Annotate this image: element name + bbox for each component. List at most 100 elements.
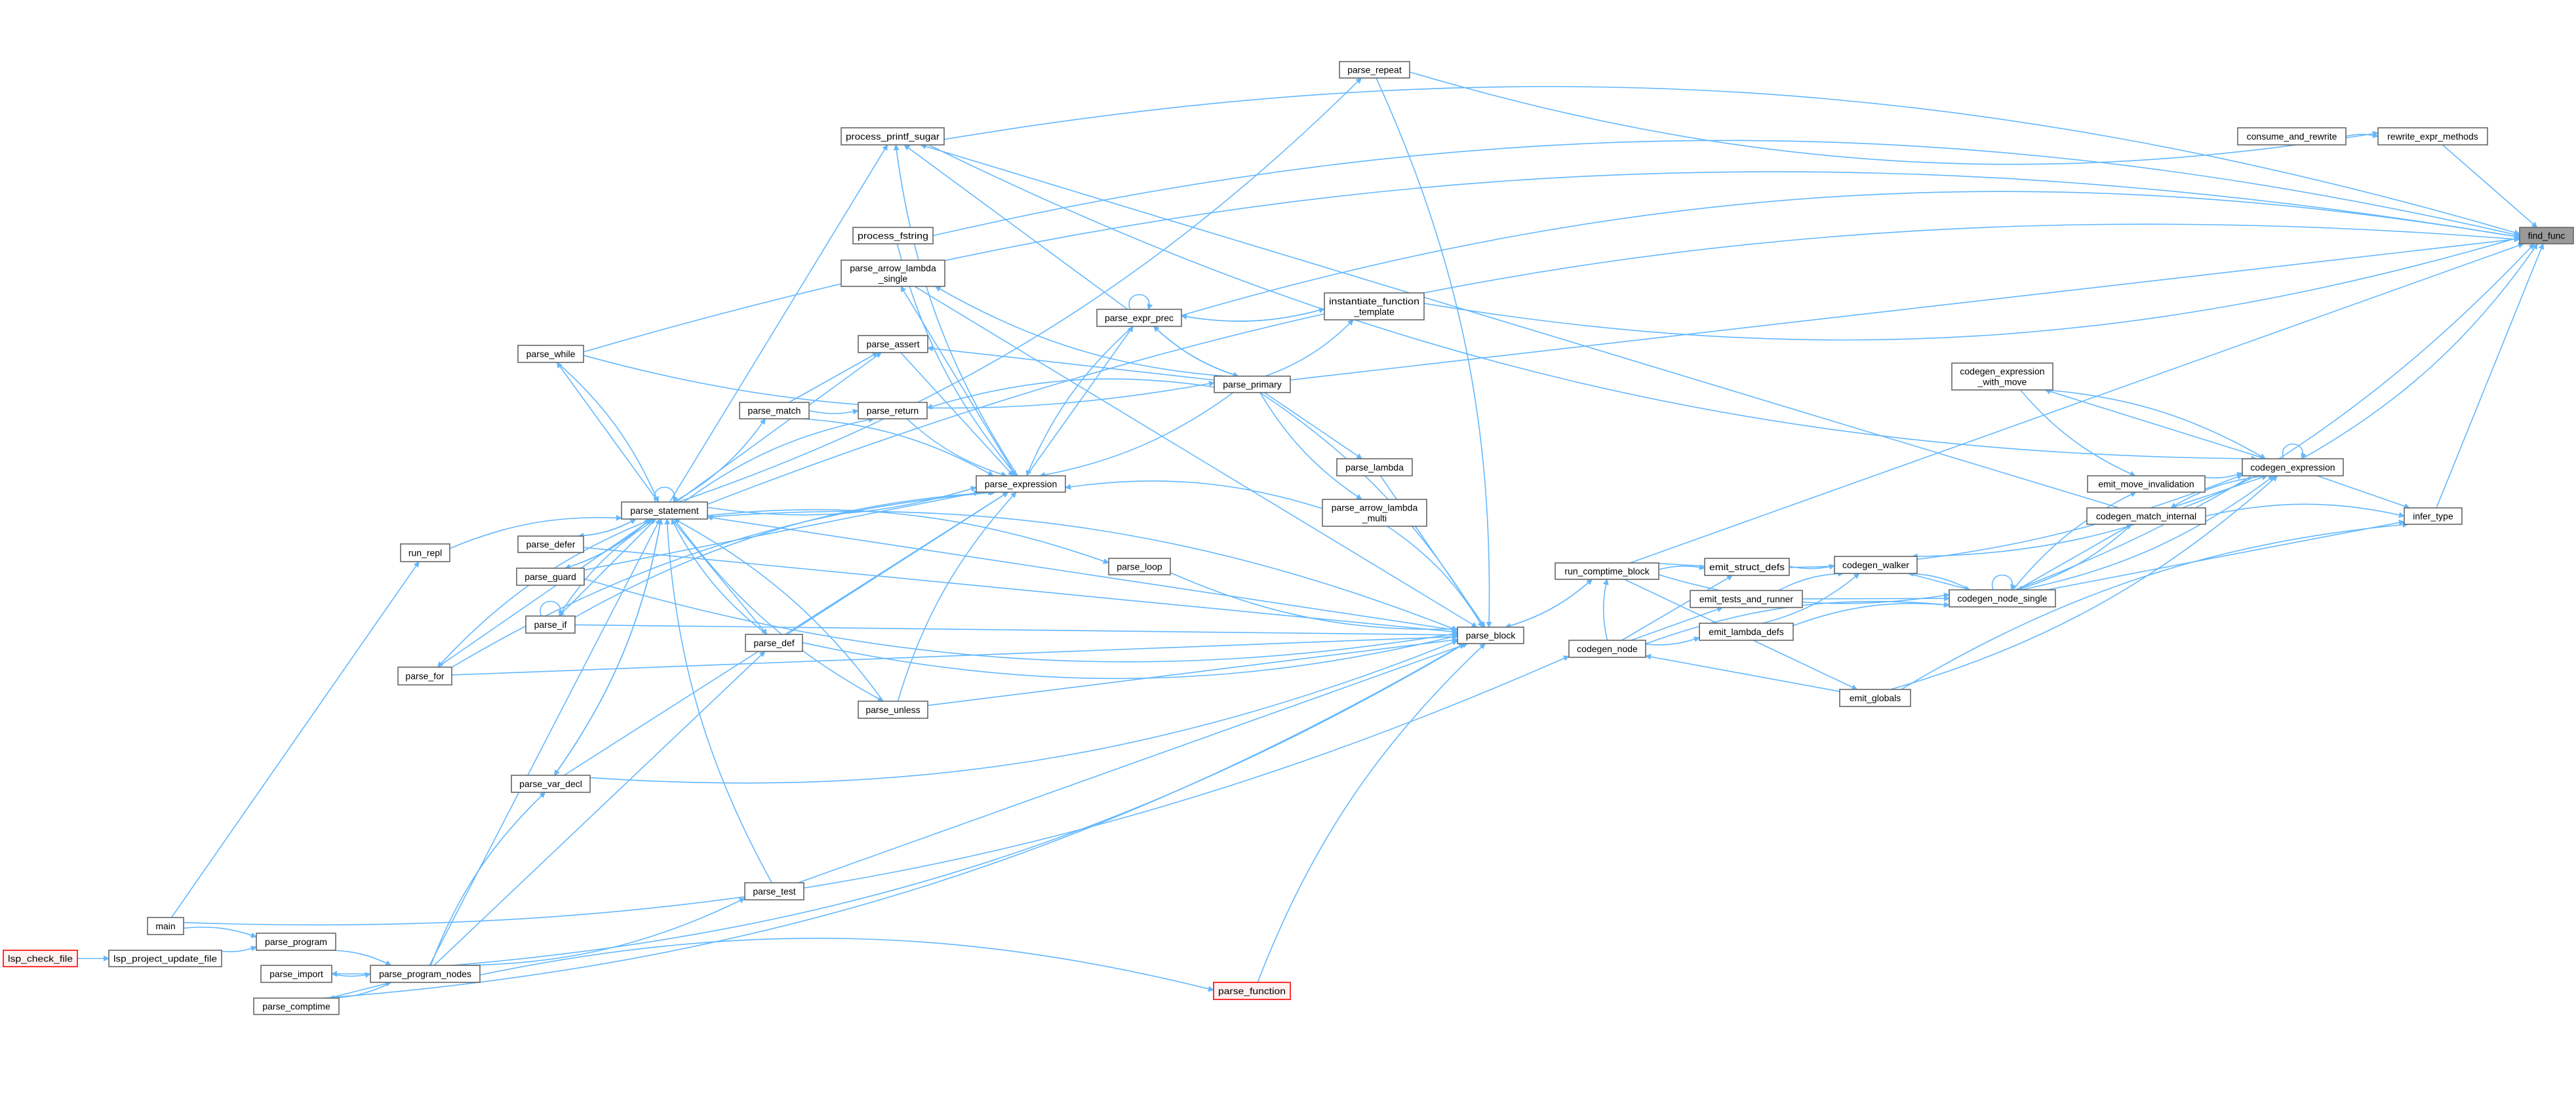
node-parse-expr-prec[interactable]: parse_expr_prec — [1096, 309, 1182, 327]
call-edge-main-to-codegen_node — [183, 655, 1570, 926]
call-edge-main-to-run_repl — [170, 561, 420, 918]
node-parse-defer[interactable]: parse_defer — [517, 535, 584, 553]
node-parse-loop[interactable]: parse_loop — [1108, 558, 1171, 575]
node-rewrite-expr-methods[interactable]: rewrite_expr_methods — [2377, 127, 2488, 145]
node-instantiate-function-template[interactable]: instantiate_function_template — [1324, 292, 1425, 320]
node-codegen-walker[interactable]: codegen_walker — [1834, 556, 1918, 574]
node-process-fstring[interactable]: process_fstring — [852, 227, 934, 244]
node-parse-if[interactable]: parse_if — [525, 615, 576, 634]
call-edge-parse_primary-to-parse_lambda — [1263, 392, 1363, 459]
node-box — [1949, 589, 2056, 608]
node-parse-unless[interactable]: parse_unless — [858, 701, 928, 719]
node-parse-var-decl[interactable]: parse_var_decl — [511, 775, 591, 793]
call-edge-codegen_node_single-to-codegen_match_internal — [2017, 524, 2133, 590]
call-edge-parse_statement-to-parse_if — [558, 518, 657, 617]
node-box — [745, 634, 803, 652]
node-main[interactable]: main — [147, 917, 184, 935]
node-codegen-expression-with-move[interactable]: codegen_expression_with_move — [1951, 362, 2053, 391]
node-parse-for[interactable]: parse_for — [397, 666, 452, 686]
node-box — [1839, 689, 1911, 707]
call-edge-parse_match-to-parse_expression — [801, 418, 994, 476]
node-emit-struct-defs[interactable]: emit_struct_defs — [1704, 558, 1790, 576]
node-parse-program-nodes[interactable]: parse_program_nodes — [370, 965, 481, 983]
node-infer-type[interactable]: infer_type — [2404, 507, 2463, 525]
node-lsp-check-file[interactable]: lsp_check_file — [3, 950, 78, 967]
call-edge-parse_block-to-run_comptime_block — [1505, 579, 1593, 628]
node-box — [2087, 475, 2206, 493]
call-edge-parse_primary-to-find_func — [1290, 236, 2520, 381]
call-edge-codegen_expression-to-codegen_match_internal — [2170, 475, 2268, 509]
call-edge-parse_statement-to-parse_loop — [707, 509, 1109, 564]
node-codegen-node[interactable]: codegen_node — [1568, 640, 1646, 658]
node-codegen-node-single[interactable]: codegen_node_single — [1949, 589, 2056, 608]
call-edge-parse_statement-to-parse_unless — [673, 518, 884, 702]
node-parse-arrow-lambda-single[interactable]: parse_arrow_lambda_single — [841, 260, 945, 287]
call-edge-parse_statement-to-process_printf_sugar — [669, 144, 888, 503]
call-edge-parse_expression-to-parse_expr_prec — [1026, 326, 1134, 476]
node-run-comptime-block[interactable]: run_comptime_block — [1555, 562, 1659, 580]
node-box — [621, 501, 708, 520]
node-parse-function[interactable]: parse_function — [1213, 982, 1291, 1000]
call-edge-codegen_node-to-emit_lambda_defs — [1645, 636, 1700, 646]
node-label: main — [155, 921, 175, 931]
node-box — [2404, 507, 2463, 525]
call-edge-parse_primary-to-parse_expression — [1039, 392, 1234, 478]
node-emit-tests-and-runner[interactable]: emit_tests_and_runner — [1690, 590, 1803, 608]
node-box — [516, 568, 585, 586]
node-box — [1555, 562, 1659, 580]
node-parse-test[interactable]: parse_test — [744, 882, 804, 900]
node-parse-lambda[interactable]: parse_lambda — [1336, 458, 1413, 476]
node-label: parse_return — [867, 406, 919, 416]
node-parse-comptime[interactable]: parse_comptime — [253, 997, 340, 1015]
node-label: parse_arrow_lambda — [850, 263, 936, 273]
node-label: parse_defer — [526, 539, 576, 550]
node-run-repl[interactable]: run_repl — [400, 543, 450, 562]
node-parse-expression[interactable]: parse_expression — [976, 475, 1066, 493]
call-edge-parse_program_nodes-to-parse_test — [461, 897, 745, 966]
call-edge-parse_primary-to-parse_arrow_lambda_multi — [1259, 392, 1362, 500]
node-label: codegen_expression — [2250, 462, 2335, 473]
node-box — [1213, 982, 1291, 1000]
node-emit-move-invalidation[interactable]: emit_move_invalidation — [2087, 475, 2206, 493]
node-label: codegen_node_single — [1957, 593, 2047, 604]
call-edge-parse_statement-to-parse_while — [556, 362, 659, 503]
node-parse-import[interactable]: parse_import — [260, 965, 332, 983]
call-edge-codegen_node-to-run_comptime_block — [1602, 579, 1609, 641]
call-edge-parse_expr_prec-to-parse_expression — [1025, 326, 1134, 476]
node-process-printf-sugar[interactable]: process_printf_sugar — [841, 127, 945, 145]
call-edge-parse_repeat-to-rewrite_expr_methods — [1409, 71, 2379, 165]
node-label: parse_assert — [867, 339, 920, 349]
node-parse-statement[interactable]: parse_statement — [621, 501, 708, 520]
call-edge-run_comptime_block-to-emit_struct_defs — [1658, 564, 1705, 570]
node-label: parse_unless — [865, 705, 920, 715]
node-parse-guard[interactable]: parse_guard — [516, 568, 585, 586]
node-lsp-project-update-file[interactable]: lsp_project_update_file — [108, 950, 222, 967]
node-parse-block[interactable]: parse_block — [1457, 627, 1524, 644]
node-parse-program[interactable]: parse_program — [256, 933, 336, 951]
node-label: instantiate_function — [1329, 296, 1419, 307]
call-edge-parse_primary-to-parse_arrow_lambda_single — [934, 286, 1226, 377]
node-parse-arrow-lambda-multi[interactable]: parse_arrow_lambda_multi — [1322, 499, 1427, 527]
call-edge-parse_assert-to-parse_expression — [900, 352, 1014, 476]
node-emit-globals[interactable]: emit_globals — [1839, 689, 1911, 707]
node-parse-return[interactable]: parse_return — [858, 402, 928, 419]
node-parse-repeat[interactable]: parse_repeat — [1339, 61, 1410, 79]
node-parse-match[interactable]: parse_match — [739, 402, 810, 419]
node-find-func[interactable]: find_func — [2519, 227, 2574, 244]
node-emit-lambda-defs[interactable]: emit_lambda_defs — [1699, 623, 1794, 641]
call-edge-parse_arrow_lambda_multi-to-parse_block — [1387, 526, 1484, 628]
node-parse-def[interactable]: parse_def — [745, 634, 803, 652]
node-parse-primary[interactable]: parse_primary — [1214, 376, 1291, 393]
node-box — [1704, 558, 1790, 576]
node-label: parse_def — [753, 638, 794, 648]
node-parse-while[interactable]: parse_while — [517, 345, 584, 363]
node-codegen-match-internal[interactable]: codegen_match_internal — [2086, 507, 2206, 525]
call-edge-codegen_walker-to-codegen_node_single — [1907, 573, 1971, 592]
node-parse-assert[interactable]: parse_assert — [858, 335, 928, 353]
node-label: process_printf_sugar — [846, 131, 940, 142]
node-label: parse_primary — [1223, 379, 1281, 390]
node-codegen-expression[interactable]: codegen_expression — [2242, 458, 2344, 476]
call-edge-process_printf_sugar-to-find_func — [943, 86, 2520, 236]
node-consume-and-rewrite[interactable]: consume_and_rewrite — [2237, 127, 2347, 145]
call-edge-parse_statement-to-parse_match — [673, 418, 766, 503]
